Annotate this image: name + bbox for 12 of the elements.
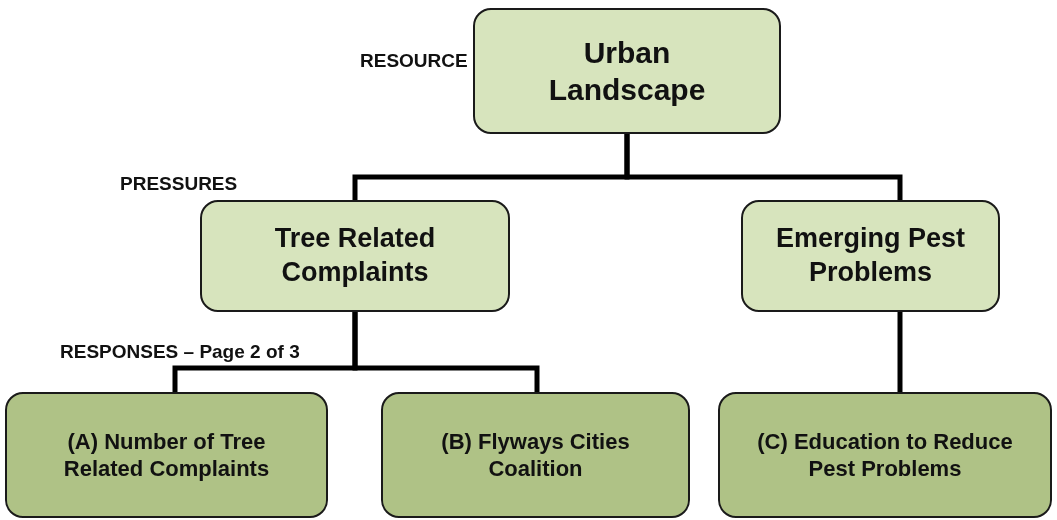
node-box: Emerging Pest Problems	[741, 200, 1000, 312]
node-box: (A) Number of Tree Related Complaints	[5, 392, 328, 518]
node-box: Tree Related Complaints	[200, 200, 510, 312]
node-box: (B) Flyways Cities Coalition	[381, 392, 690, 518]
connector-line	[624, 134, 903, 200]
section-label: RESPONSES – Page 2 of 3	[60, 341, 300, 363]
section-label: PRESSURES	[120, 173, 238, 195]
connector-line	[897, 312, 903, 392]
section-label: RESOURCE	[360, 50, 468, 72]
connector-line	[352, 312, 540, 392]
node-box: Urban Landscape	[473, 8, 781, 134]
node-box: (C) Education to Reduce Pest Problems	[718, 392, 1052, 518]
